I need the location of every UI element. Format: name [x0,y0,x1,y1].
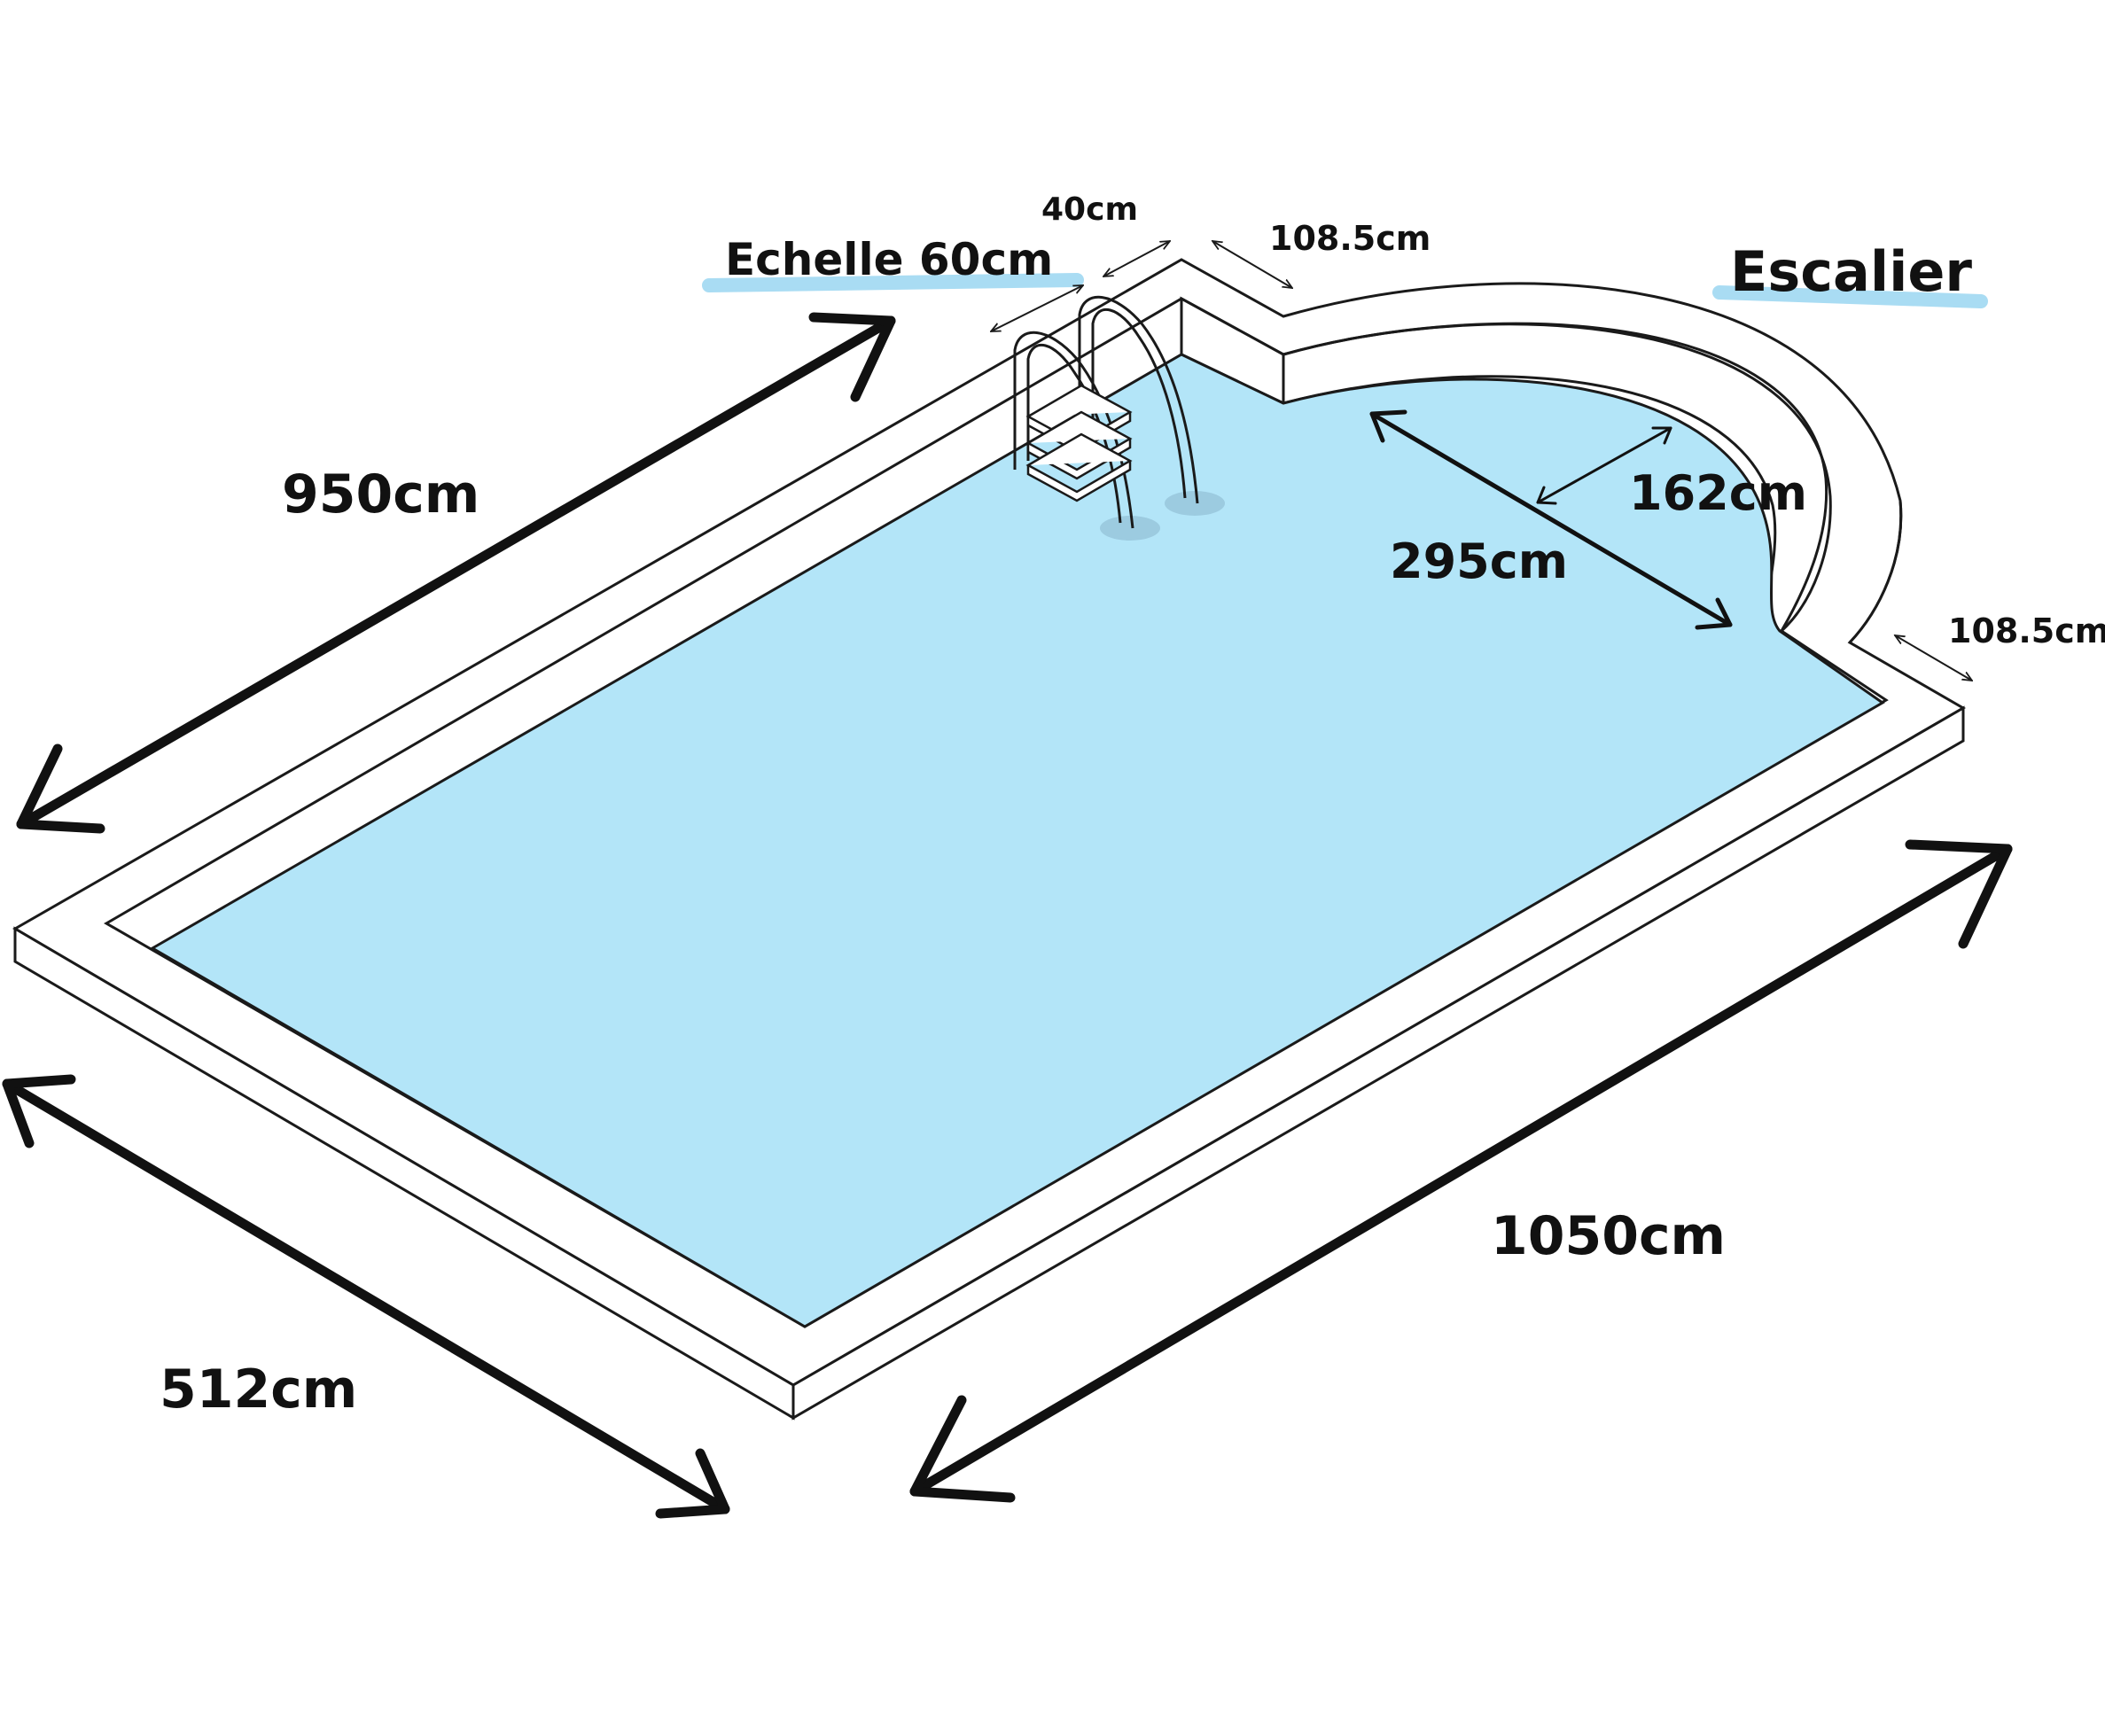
ladder-ripple-left [1100,516,1160,541]
arrow-40cm [1103,241,1170,276]
arrow-108-right [1895,635,1972,681]
ladder-label-highlight [702,273,1084,292]
ladder-ripple-right [1165,491,1225,516]
coping-right-label: 108.5cm [1948,611,2105,650]
width-512-label: 512cm [160,1358,357,1421]
ladder-rail-right [1078,295,1199,504]
arrow-295 [1369,409,1733,630]
coping-front-face-right [791,705,1965,1421]
ladder-width-label: 40cm [1041,191,1138,228]
ladder [1013,295,1225,541]
ladder-label: Echelle 60cm [725,234,1053,285]
water [150,353,1885,1328]
coping-top-label: 108.5cm [1269,219,1431,258]
arrow-1050 [909,839,2013,1503]
arrow-950 [16,312,896,834]
arrow-512 [2,1074,730,1519]
ladder-step-3 [1025,432,1133,502]
stairs-step-3 [1848,500,1903,644]
arrow-ladder-width [991,285,1083,331]
length-1050-label: 1050cm [1491,1205,1726,1267]
stairs-label-highlight [1712,285,1988,308]
ladder-rail-right-inner [1091,307,1187,499]
stairs-step-1 [1282,323,1832,633]
stair-width-label: 295cm [1390,533,1568,589]
arrow-162 [1536,426,1672,505]
length-950-label: 950cm [282,463,479,525]
arrow-108-top [1212,241,1292,288]
stairs-label: Escalier [1730,239,1972,304]
stair-radius-label: 162cm [1629,465,1807,521]
